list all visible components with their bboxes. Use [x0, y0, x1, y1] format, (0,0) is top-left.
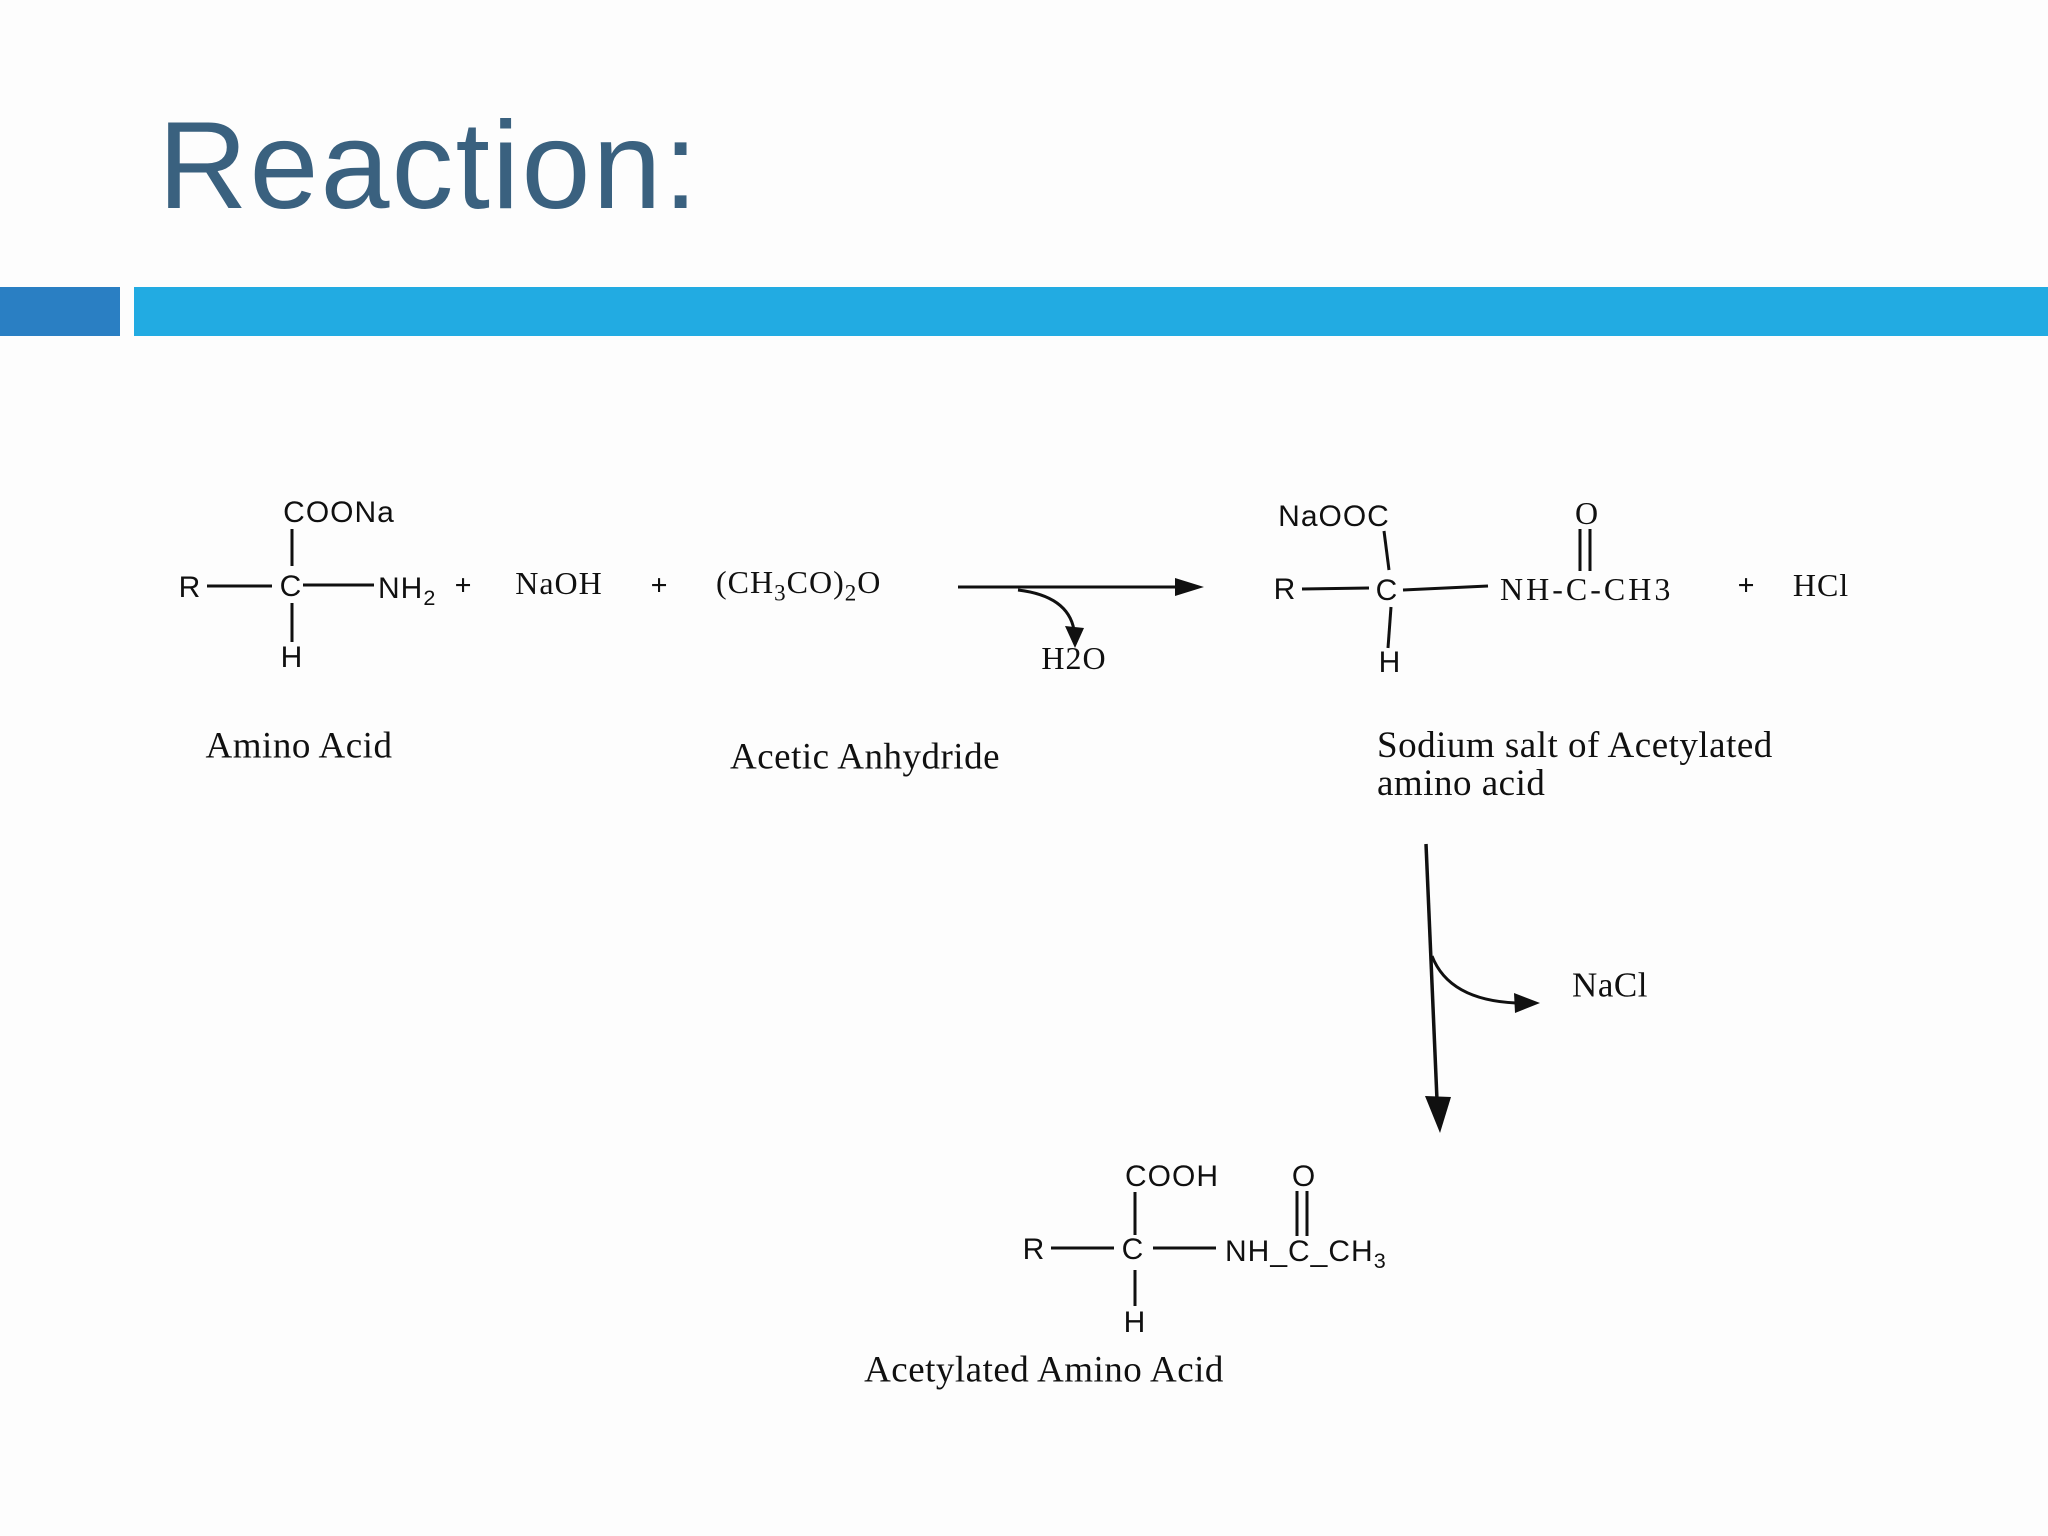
s3-c: C: [1121, 1233, 1145, 1266]
reagent-naoh: NaOH: [515, 565, 603, 601]
h2o-branch-arrow-head: [1065, 626, 1084, 648]
accent-bar-dark-square: [0, 287, 120, 336]
acetic-anhydride-label: Acetic Anhydride: [730, 736, 1000, 778]
s2-carbonyl-o: O: [1574, 495, 1600, 531]
slide-title: Reaction:: [158, 97, 700, 235]
bond-c-amide: [1402, 584, 1489, 592]
nacl-branch-curve: [1430, 955, 1517, 1005]
bond-c-h-2: [1386, 606, 1393, 649]
h2o-branch-curve: [1017, 588, 1076, 631]
step2-arrow-head: [1425, 1096, 1451, 1133]
byproduct-h2o: H2O: [1041, 640, 1107, 676]
s2-label-line2: amino acid: [1377, 763, 1546, 804]
s3-h: H: [1123, 1306, 1147, 1339]
s1-c: C: [279, 570, 303, 603]
s3-carbonyl-o: O: [1291, 1160, 1317, 1193]
byproduct-hcl: HCl: [1792, 567, 1850, 603]
s1-h: H: [280, 641, 304, 674]
s2-r: R: [1273, 573, 1297, 606]
nacl-branch-arrow-head: [1514, 993, 1540, 1013]
s2-amide-group: NH-C-CH3: [1500, 571, 1674, 607]
bond-r-c-2: [1301, 586, 1370, 591]
s1-plus: +: [454, 569, 472, 602]
s1-nh2: NH2: [378, 572, 437, 610]
s2-naooc: NaOOC: [1278, 500, 1390, 533]
mid-plus: +: [650, 569, 668, 602]
s2-h: H: [1378, 646, 1402, 679]
byproduct-nacl: NaCl: [1572, 965, 1648, 1005]
s3-label: Acetylated Amino Acid: [864, 1349, 1224, 1391]
bond-naooc-c: [1382, 530, 1391, 571]
s2-label: Sodium salt of Acetylated amino acid: [1377, 727, 1773, 803]
reaction-arrow-head: [1175, 578, 1204, 596]
s3-r: R: [1022, 1233, 1046, 1266]
accent-bar-light: [134, 287, 2048, 336]
s2-c: C: [1375, 574, 1399, 607]
step2-arrow-line: [1424, 843, 1439, 1101]
s2-plus: +: [1737, 569, 1755, 602]
s2-label-line1: Sodium salt of Acetylated: [1377, 725, 1773, 766]
s3-amide-group: NH_C_CH3: [1225, 1235, 1387, 1273]
s3-cooh: COOH: [1125, 1160, 1219, 1193]
s1-label: Amino Acid: [205, 725, 393, 767]
reagent-acetic-anhydride-formula: (CH3CO)2O: [716, 564, 882, 606]
s1-coona: COONa: [283, 496, 395, 529]
s1-r: R: [178, 571, 202, 604]
